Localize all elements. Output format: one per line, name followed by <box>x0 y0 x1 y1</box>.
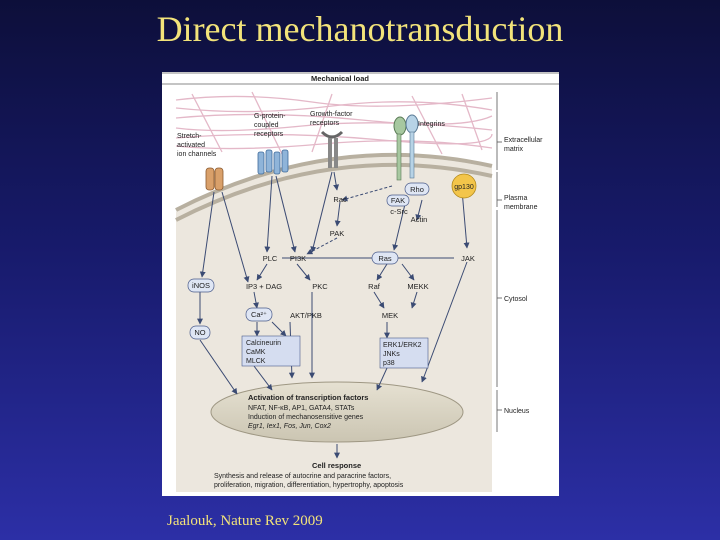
cell-response-title: Cell response <box>312 461 361 470</box>
ip3-dag-label: IP3 + DAG <box>246 282 282 291</box>
actin-label: Actin <box>411 215 428 224</box>
p38-label: p38 <box>383 360 395 367</box>
nucleus-line-3: Egr1, Iex1, Fos, Jun, Cox2 <box>248 423 331 430</box>
stretch-channel-label-2: activated <box>177 142 205 149</box>
csrc-label: c-Src <box>390 207 408 216</box>
plasma-membrane <box>175 152 493 212</box>
no-label: NO <box>194 328 205 337</box>
calcium-label: Ca²⁺ <box>251 310 267 319</box>
rho-label: Rho <box>410 185 424 194</box>
stretch-channel-label-1: Stretch- <box>177 133 202 140</box>
fak-node <box>386 194 410 207</box>
fak-label: FAK <box>391 196 405 205</box>
ras-label: Ras <box>378 254 392 263</box>
gpcr-label-1: G-protein- <box>254 113 286 120</box>
no-node <box>189 325 211 340</box>
rho-node <box>404 182 430 196</box>
growth-factor-label-1: Growth-factor <box>310 111 353 118</box>
membrane-label-2: membrane <box>504 204 538 211</box>
mechanotransduction-diagram: Mechanical load Extracellular matrix Pla… <box>162 72 559 496</box>
membrane-label-1: Plasma <box>504 195 527 202</box>
calcium-effectors-box <box>241 335 301 367</box>
growth-factor-receptor-icon <box>320 130 344 168</box>
pi3k-label: PI3K <box>290 254 306 263</box>
signaling-arrows <box>197 171 470 459</box>
gpcr-icon <box>257 149 289 175</box>
erk-label: ERK1/ERK2 <box>383 342 422 349</box>
nucleus-line-2: Induction of mechanosensitive genes <box>248 414 364 421</box>
nucleus-title: Activation of transcription factors <box>248 393 368 402</box>
akt-pkb-label: AKT/PKB <box>290 311 322 320</box>
gpcr-label-2: coupled <box>254 122 279 129</box>
camk-label: CaMK <box>246 349 266 356</box>
calcium-node <box>245 307 273 322</box>
gpcr-label-3: receptors <box>254 131 284 138</box>
inos-label: iNOS <box>192 281 210 290</box>
cytosol-label: Cytosol <box>504 296 528 303</box>
growth-factor-label-2: receptors <box>310 120 340 127</box>
diagram-svg: Mechanical load Extracellular matrix Pla… <box>162 72 559 492</box>
nucleus-region-label: Nucleus <box>504 408 530 415</box>
mechanical-load-label: Mechanical load <box>311 74 369 83</box>
mlck-label: MLCK <box>246 358 266 365</box>
calcineurin-label: Calcineurin <box>246 340 281 347</box>
cell-response-line-2: proliferation, migration, differentiatio… <box>214 482 404 489</box>
ecm-label-1: Extracellular <box>504 137 543 144</box>
slide-title: Direct mechanotransduction <box>156 9 564 49</box>
jnk-label: JNKs <box>383 351 400 358</box>
plc-label: PLC <box>263 254 278 263</box>
pak-label: PAK <box>330 229 344 238</box>
gp130-node <box>451 173 477 199</box>
nucleus <box>210 381 464 443</box>
integrin-icon <box>393 114 419 181</box>
rac-label: Rac <box>333 195 347 204</box>
citation: Jaalouk, Nature Rev 2009 <box>167 513 323 529</box>
pkc-label: PKC <box>312 282 328 291</box>
extracellular-matrix <box>175 91 493 155</box>
mekk-label: MEKK <box>407 282 428 291</box>
mapk-box <box>379 337 429 369</box>
inos-node <box>187 278 215 293</box>
nucleus-line-1: NFAT, NF-κB, AP1, GATA4, STATs <box>248 405 355 412</box>
ras-node <box>371 251 399 265</box>
mek-label: MEK <box>382 311 398 320</box>
stretch-channel-label-3: ion channels <box>177 151 217 158</box>
ecm-label-2: matrix <box>504 146 524 153</box>
stretch-channel-icon <box>205 167 224 191</box>
gp130-label: gp130 <box>454 184 474 191</box>
cell-response-line-1: Synthesis and release of autocrine and p… <box>214 473 391 480</box>
jak-label: JAK <box>461 254 475 263</box>
integrins-label: Integrins <box>418 121 445 128</box>
raf-label: Raf <box>368 282 381 291</box>
